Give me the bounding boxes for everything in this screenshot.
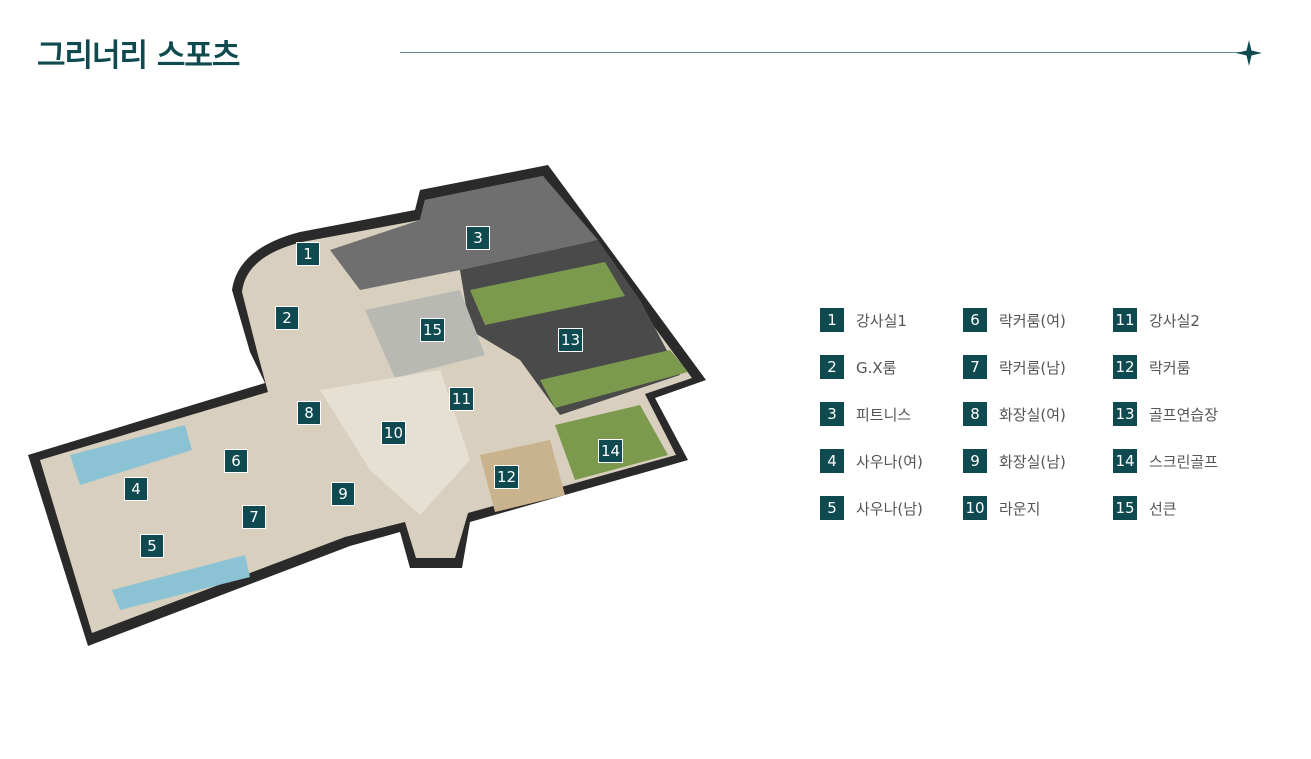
legend-number-badge: 4 (820, 449, 844, 473)
map-marker-15[interactable]: 15 (420, 318, 446, 342)
golf-green-2 (540, 350, 688, 408)
legend-label: 강사실2 (1149, 311, 1200, 330)
legend-label: G.X룸 (856, 358, 897, 377)
sauna-pool-men (112, 555, 250, 610)
map-marker-11[interactable]: 11 (449, 387, 475, 411)
page-title: 그리너리 스포츠 (37, 38, 240, 74)
legend-label: 화장실(여) (999, 405, 1066, 424)
legend-label: 화장실(남) (999, 452, 1066, 471)
legend-label: 락커룸(남) (999, 358, 1066, 377)
legend-label: 강사실1 (856, 311, 907, 330)
sauna-pool-women (70, 425, 192, 485)
legend-number-badge: 3 (820, 402, 844, 426)
legend-number-badge: 2 (820, 355, 844, 379)
legend-item: 4 사우나(여) (820, 449, 963, 473)
map-marker-12[interactable]: 12 (494, 465, 520, 489)
legend-number-badge: 11 (1113, 308, 1137, 332)
legend-item: 14 스크린골프 (1113, 449, 1263, 473)
legend-label: 라운지 (999, 499, 1041, 518)
legend-item: 9 화장실(남) (963, 449, 1113, 473)
legend-number-badge: 7 (963, 355, 987, 379)
legend-number-badge: 1 (820, 308, 844, 332)
legend-label: 선큰 (1149, 499, 1177, 518)
legend-item: 7 락커룸(남) (963, 355, 1113, 379)
map-marker-4[interactable]: 4 (124, 477, 148, 501)
legend-item: 10 라운지 (963, 496, 1113, 520)
fitness-zone (330, 176, 598, 290)
legend-number-badge: 12 (1113, 355, 1137, 379)
map-marker-1[interactable]: 1 (296, 242, 320, 266)
map-marker-9[interactable]: 9 (331, 482, 355, 506)
legend-number-badge: 10 (963, 496, 987, 520)
legend-label: 락커룸 (1149, 358, 1191, 377)
legend-label: 피트니스 (856, 405, 912, 424)
map-marker-2[interactable]: 2 (275, 306, 299, 330)
map-marker-5[interactable]: 5 (140, 534, 164, 558)
map-marker-3[interactable]: 3 (466, 226, 490, 250)
legend-label: 사우나(여) (856, 452, 923, 471)
legend-number-badge: 5 (820, 496, 844, 520)
facility-legend: 1 강사실1 6 락커룸(여) 11 강사실2 2 G.X룸 7 락커룸(남) 12 락커룸… (820, 308, 1263, 520)
legend-label: 골프연습장 (1149, 405, 1219, 424)
legend-item: 2 G.X룸 (820, 355, 963, 379)
title-divider (400, 52, 1240, 53)
legend-item: 8 화장실(여) (963, 402, 1113, 426)
locker-12-zone (480, 440, 565, 512)
legend-item: 6 락커룸(여) (963, 308, 1113, 332)
legend-number-badge: 9 (963, 449, 987, 473)
legend-item: 3 피트니스 (820, 402, 963, 426)
map-marker-13[interactable]: 13 (558, 328, 584, 352)
map-marker-8[interactable]: 8 (297, 401, 321, 425)
legend-number-badge: 8 (963, 402, 987, 426)
legend-item: 13 골프연습장 (1113, 402, 1263, 426)
legend-label: 사우나(남) (856, 499, 923, 518)
map-marker-6[interactable]: 6 (224, 449, 248, 473)
four-point-star-icon (1236, 40, 1262, 66)
legend-number-badge: 13 (1113, 402, 1137, 426)
legend-item: 5 사우나(남) (820, 496, 963, 520)
legend-number-badge: 14 (1113, 449, 1137, 473)
legend-number-badge: 15 (1113, 496, 1137, 520)
map-marker-10[interactable]: 10 (381, 421, 407, 445)
legend-item: 1 강사실1 (820, 308, 963, 332)
legend-label: 락커룸(여) (999, 311, 1066, 330)
legend-label: 스크린골프 (1149, 452, 1219, 471)
legend-number-badge: 6 (963, 308, 987, 332)
golf-green-1 (470, 262, 625, 325)
legend-item: 15 선큰 (1113, 496, 1263, 520)
map-marker-14[interactable]: 14 (598, 439, 624, 463)
map-marker-7[interactable]: 7 (242, 505, 266, 529)
legend-item: 11 강사실2 (1113, 308, 1263, 332)
legend-item: 12 락커룸 (1113, 355, 1263, 379)
